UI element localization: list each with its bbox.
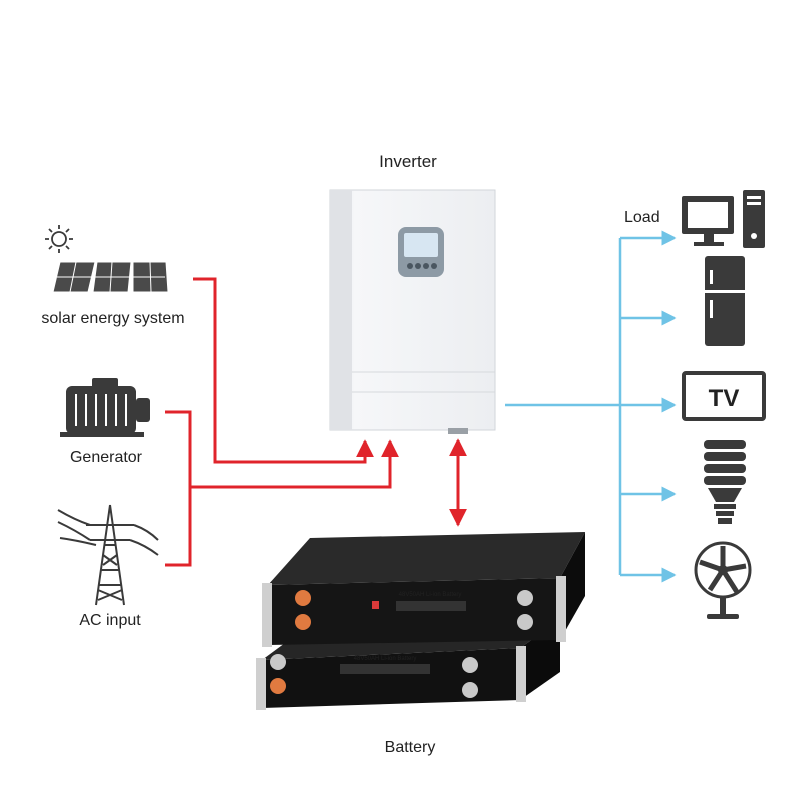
cfl-bulb-icon (704, 440, 746, 524)
sun-icon (45, 225, 73, 253)
solar-panel-icon (52, 261, 169, 293)
inverter (329, 189, 496, 434)
inverter-side (330, 190, 352, 430)
ac-input-label: AC input (79, 612, 141, 629)
battery-rack-top: 48V50AH Li-ion Battery (262, 532, 585, 647)
generator-ac-line (190, 439, 399, 489)
load-label: Load (624, 209, 660, 226)
input-wiring (165, 277, 467, 567)
generator-icon (60, 378, 150, 437)
fan-icon (694, 541, 752, 619)
tv-icon: TV (682, 371, 766, 421)
tv-icon-label: TV (709, 385, 740, 412)
inverter-body (329, 189, 496, 431)
generator-line (165, 410, 192, 567)
output-wiring (505, 230, 677, 583)
generator-label: Generator (70, 449, 143, 466)
refrigerator-icon (705, 256, 745, 346)
solar-label: solar energy system (41, 310, 184, 327)
transmission-tower-icon (57, 504, 159, 606)
solar-line (193, 277, 374, 464)
battery-panel-text-top: 48V50AH Li-ion Battery (399, 592, 462, 598)
computer-icon (682, 190, 765, 248)
battery-panel-text-bottom: 48V50AH Li-ion Battery (354, 656, 417, 662)
inverter-screen (404, 233, 438, 257)
battery-label: Battery (385, 739, 436, 756)
inverter-label: Inverter (379, 152, 437, 171)
